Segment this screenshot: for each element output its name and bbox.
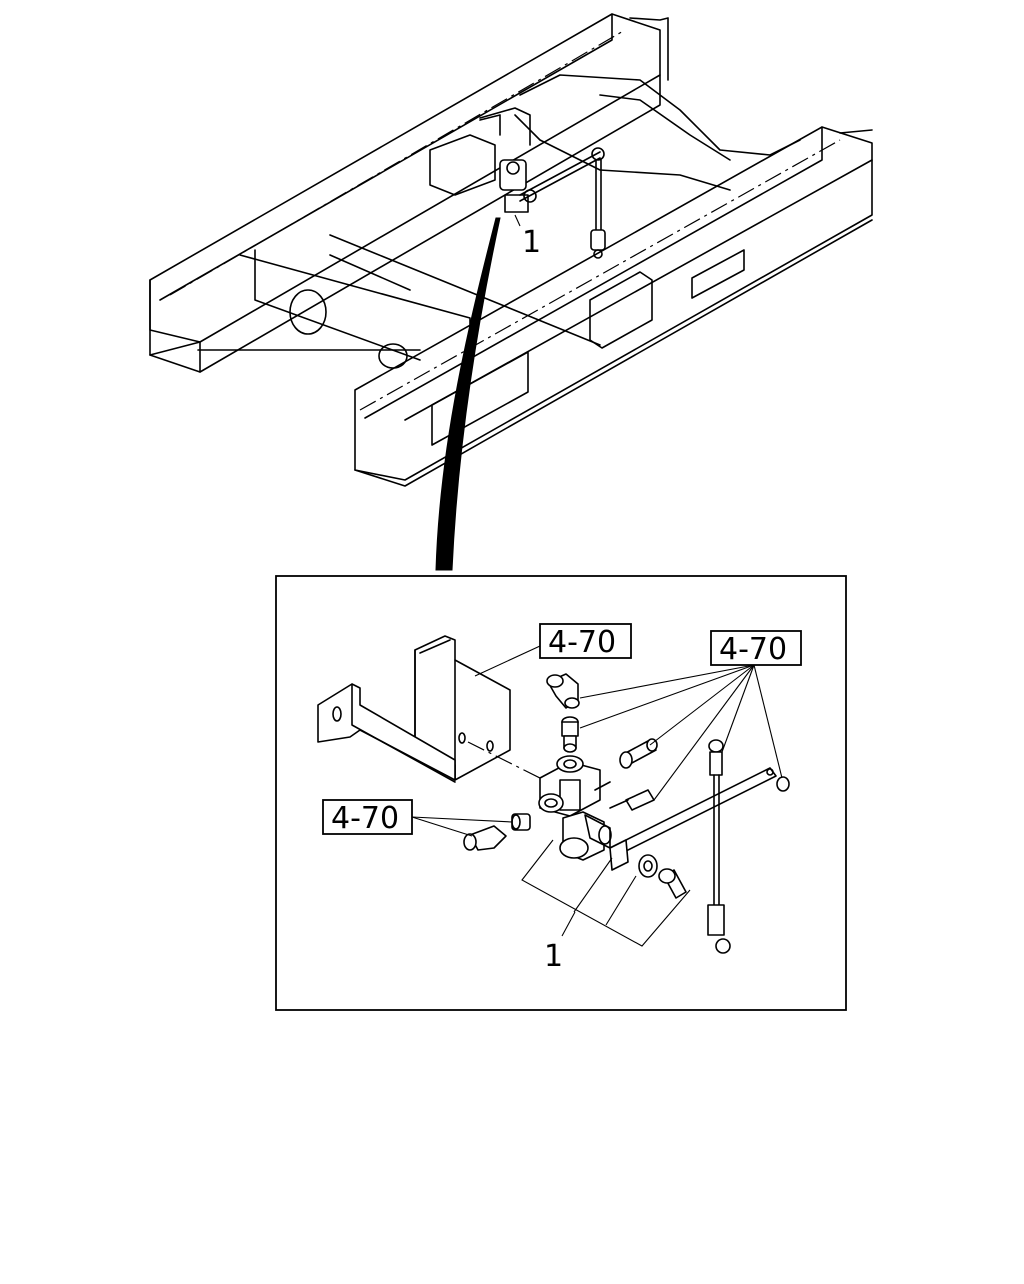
chassis-frame-overview: 1 (149, 13, 873, 487)
link-rod (707, 739, 790, 954)
part-1-leader-lines (521, 839, 691, 947)
part-number-1-label: 1 (544, 939, 563, 974)
cross-members (197, 74, 801, 369)
reference-box-lower-fittings: 4-70 (322, 799, 513, 837)
mounting-bracket (317, 635, 549, 783)
detail-view: 1 4-70 4-70 4-70 (275, 575, 847, 1011)
reference-label: 4-70 (548, 625, 616, 660)
reference-label: 4-70 (331, 801, 399, 836)
reference-box-fittings: 4-70 (579, 630, 802, 801)
right-frame-rail (354, 126, 873, 487)
reference-box-bracket: 4-70 (474, 623, 632, 677)
zoom-leader-curve (435, 217, 501, 571)
reference-label: 4-70 (719, 632, 787, 667)
leveling-valve-assembly-overview (429, 107, 606, 259)
elbow-fitting-upper (546, 673, 580, 709)
left-frame-rail (149, 13, 669, 373)
washer (638, 854, 658, 878)
leveling-valve-body (538, 755, 612, 861)
straight-fitting-upper (561, 716, 579, 753)
lever-arm (609, 767, 777, 871)
elbow-fitting-lower (463, 825, 507, 851)
straight-fitting-lower (511, 813, 531, 831)
overview-callout-number: 1 (522, 225, 541, 260)
bolt-lower (658, 868, 687, 899)
